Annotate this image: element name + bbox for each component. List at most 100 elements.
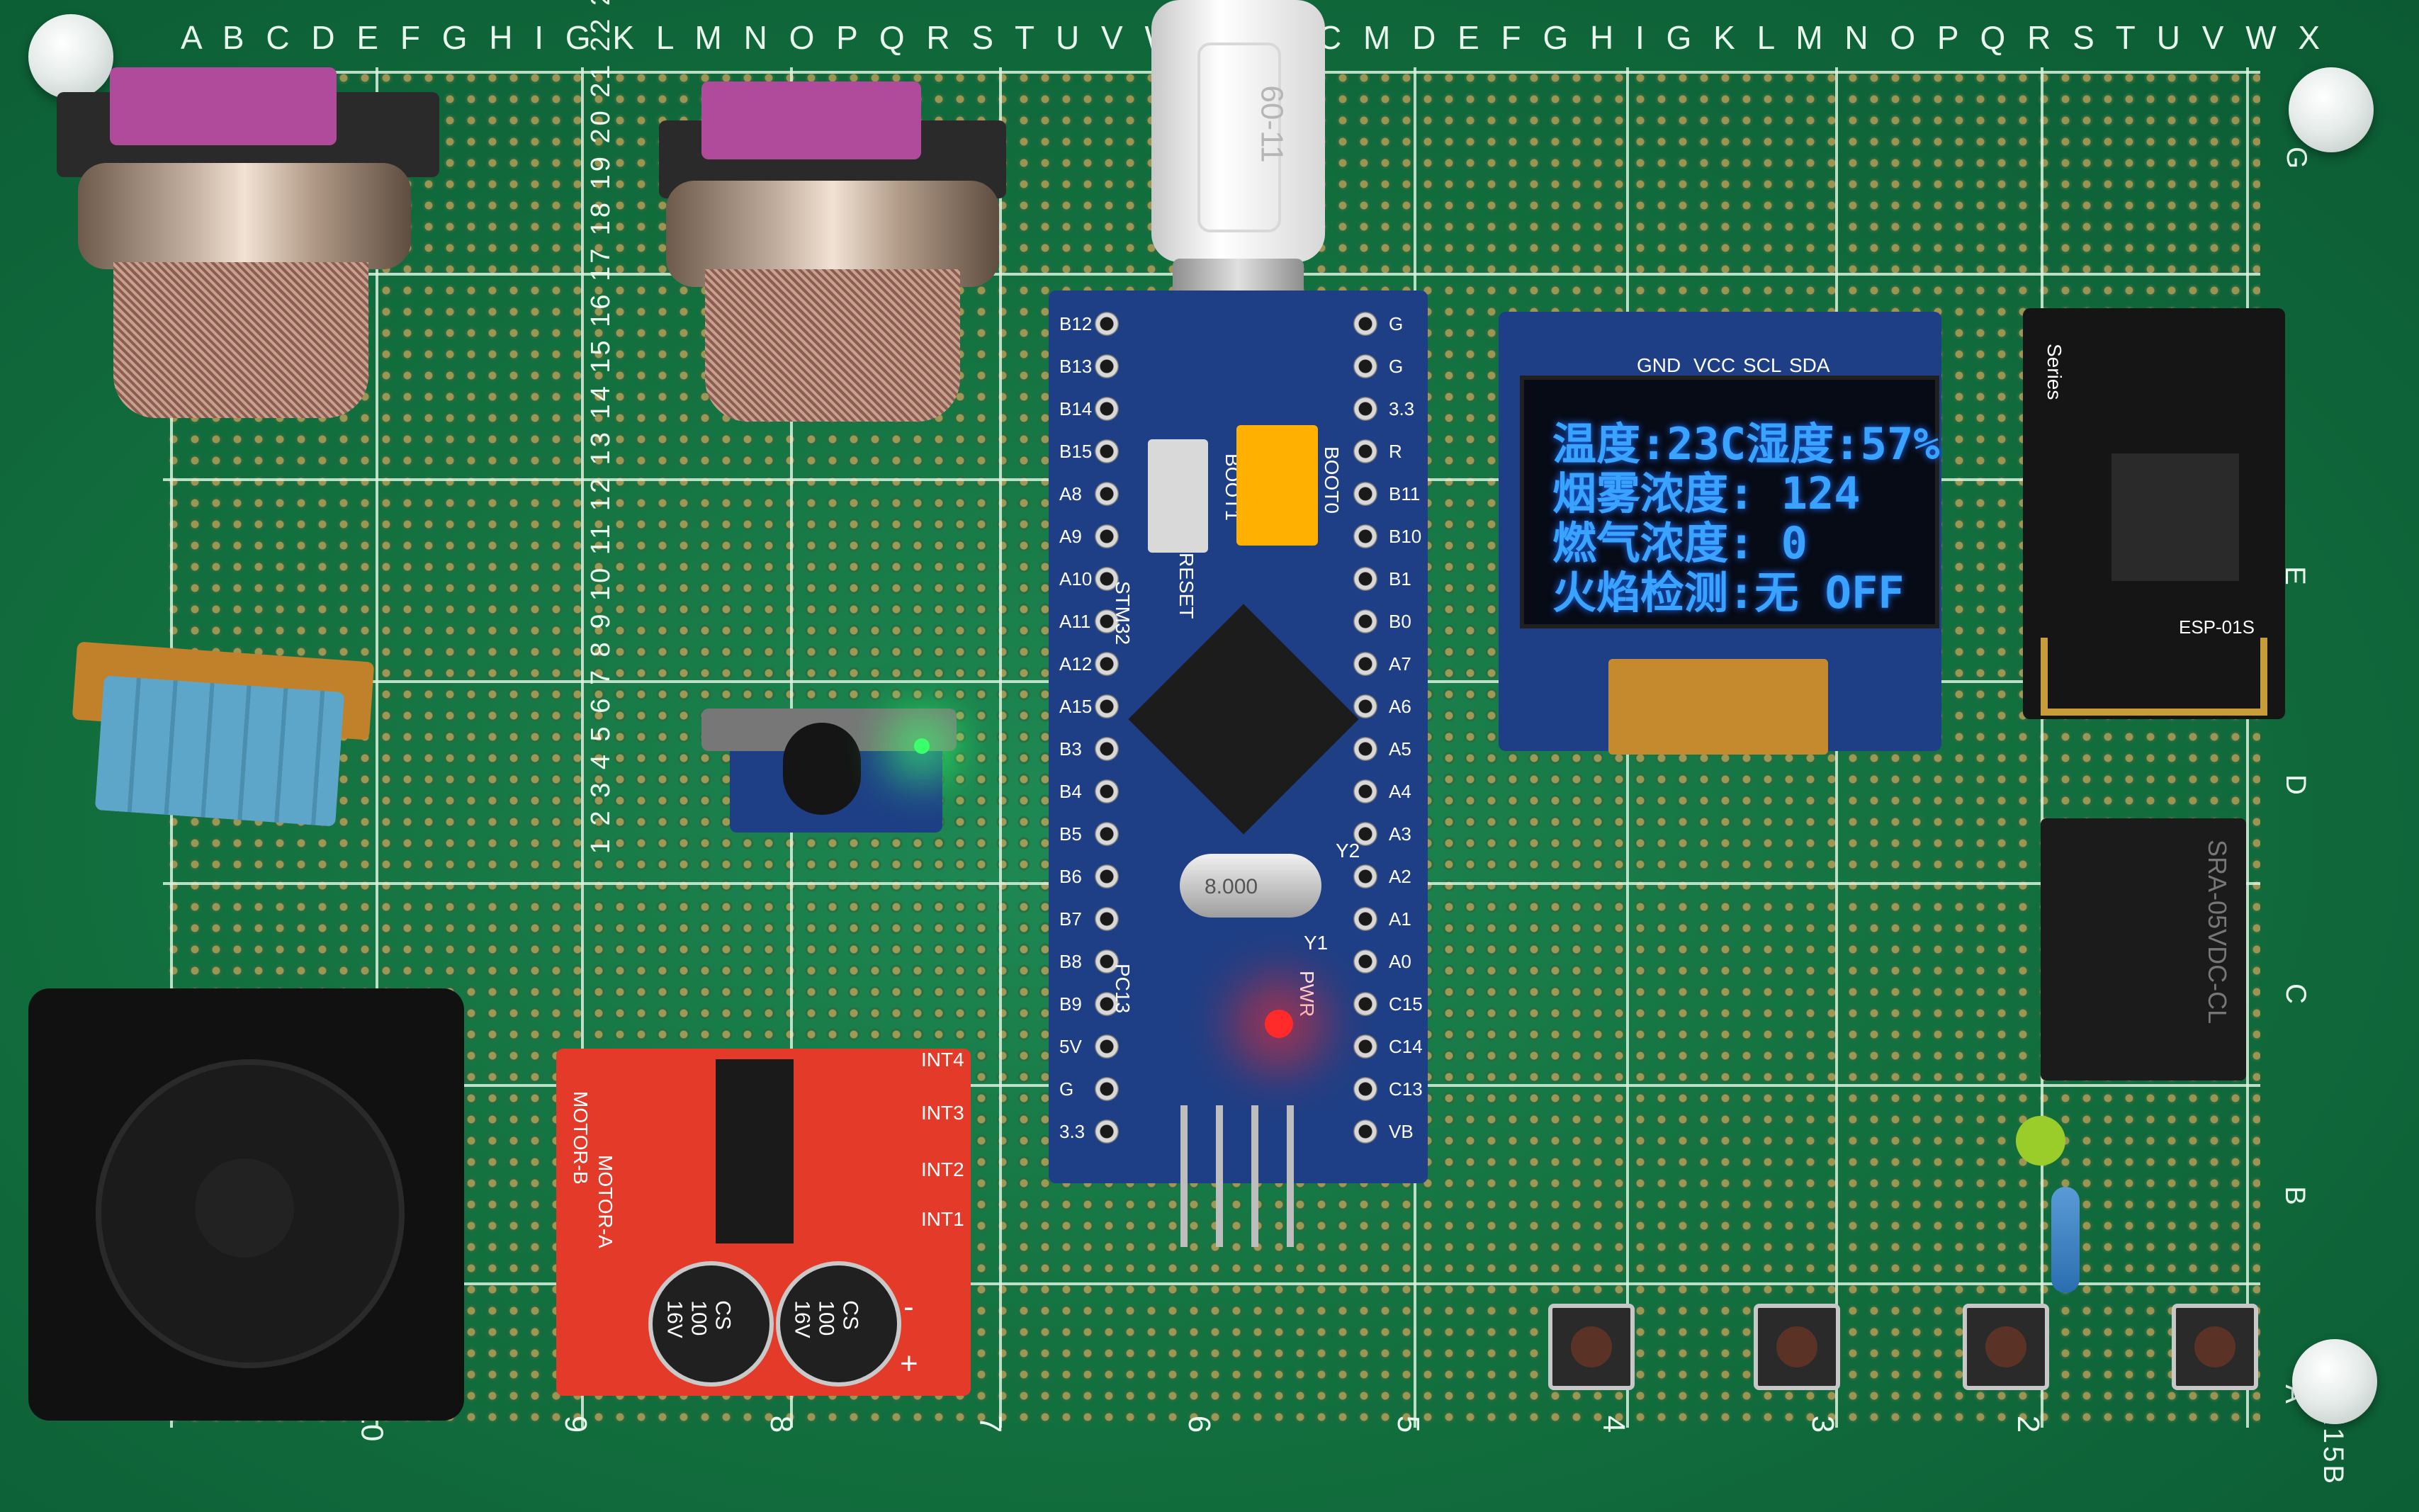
stm32-right-pin-label: B11 xyxy=(1389,483,1421,504)
stm32-left-pin-label: A15 xyxy=(1059,696,1093,717)
stm32-right-pin xyxy=(1353,1077,1377,1101)
stm32-right-pin xyxy=(1353,1119,1377,1144)
column-letters-right: C M D E F G H I G K L M N O P Q R S T U … xyxy=(1318,19,2327,56)
stm32-right-pin-label: G xyxy=(1389,356,1404,377)
esp-name-label: ESP-01S xyxy=(2179,616,2255,638)
tactile-button-3[interactable] xyxy=(1963,1304,2049,1390)
stm32-left-pin-label: B9 xyxy=(1059,993,1082,1015)
grid-line xyxy=(581,67,584,1428)
stm32-right-pin-label: R xyxy=(1389,441,1402,462)
tactile-button-4[interactable] xyxy=(2172,1304,2258,1390)
stm32-left-pin-label: G xyxy=(1059,1078,1074,1100)
stm32-right-pin xyxy=(1353,907,1377,931)
column-number: 5 xyxy=(1391,1415,1426,1433)
stm32-left-pin xyxy=(1095,737,1119,761)
stm32-right-pin xyxy=(1353,1034,1377,1059)
column-number: 8 xyxy=(764,1415,799,1433)
stm32-left-pin-label: B3 xyxy=(1059,738,1082,760)
boot0-label: BOOT0 xyxy=(1321,446,1343,514)
input-label-4: INT4 xyxy=(921,1049,964,1071)
stm32-left-pin-label: A8 xyxy=(1059,483,1082,504)
stm32-left-pin xyxy=(1095,694,1119,718)
column-number: 2 xyxy=(2011,1415,2046,1433)
standoff-top-left xyxy=(28,14,113,99)
resistor xyxy=(2051,1187,2080,1293)
stm32-right-pin-label: G xyxy=(1389,313,1404,334)
plus-terminal-label: + xyxy=(900,1346,918,1381)
stm32-left-pin-label: B7 xyxy=(1059,908,1082,930)
stm32-left-pin-label: A12 xyxy=(1059,653,1093,675)
stm32-right-pin-label: A1 xyxy=(1389,908,1411,930)
stm32-right-pin-label: A3 xyxy=(1389,823,1411,845)
column-number: 7 xyxy=(973,1415,1008,1433)
stm32-right-pin xyxy=(1353,482,1377,506)
stm32-left-pin xyxy=(1095,312,1119,336)
stm32-left-pin xyxy=(1095,822,1119,846)
driver-chip xyxy=(716,1059,794,1243)
stm32-left-pin xyxy=(1095,354,1119,378)
stm32-right-pin-label: 3.3 xyxy=(1389,398,1415,419)
esp-antenna xyxy=(2041,638,2267,716)
oled-line-4: 火焰检测:无 OFF xyxy=(1552,567,1905,619)
stm32-right-pin-label: C13 xyxy=(1389,1078,1423,1100)
crystal-label: 8.000 xyxy=(1205,875,1258,898)
stm32-right-pin xyxy=(1353,694,1377,718)
standoff-bottom-right xyxy=(2292,1339,2377,1424)
tactile-button-1[interactable] xyxy=(1548,1304,1635,1390)
stm32-right-pin-label: B1 xyxy=(1389,568,1411,589)
reset-button[interactable] xyxy=(1148,439,1208,553)
stm32-right-pin-label: A5 xyxy=(1389,738,1411,760)
stm32-left-pin xyxy=(1095,439,1119,463)
stm32-right-pin-label: B0 xyxy=(1389,611,1411,632)
power-led xyxy=(1265,1010,1293,1038)
standoff-top-right xyxy=(2289,67,2374,152)
input-label-2: INT2 xyxy=(921,1158,964,1180)
stm32-right-pin-label: A2 xyxy=(1389,866,1411,887)
stm32-left-pin-label: B12 xyxy=(1059,313,1093,334)
stm32-left-pin xyxy=(1095,992,1119,1016)
stm32-right-pin xyxy=(1353,312,1377,336)
stm32-right-pin-label: A4 xyxy=(1389,781,1411,802)
grid-line xyxy=(163,1282,2260,1285)
green-led xyxy=(2016,1116,2065,1166)
pc13-label: PC13 xyxy=(1112,964,1134,1014)
y2-label: Y2 xyxy=(1336,840,1360,862)
stm32-right-pin xyxy=(1353,864,1377,888)
stm32-left-pin xyxy=(1095,609,1119,633)
stm32-left-pin-label: A11 xyxy=(1059,611,1091,632)
stm32-right-pin-label: C14 xyxy=(1389,1036,1423,1057)
column-number: 9 xyxy=(558,1415,594,1433)
stm32-right-pin xyxy=(1353,567,1377,591)
stm32-left-pin xyxy=(1095,864,1119,888)
grid-line xyxy=(999,67,1002,1428)
oled-screen: 温度:23C湿度:57% 烟雾浓度: 124 燃气浓度: 0 火焰检测:无 OF… xyxy=(1520,376,1940,628)
stm32-left-pin-label: 5V xyxy=(1059,1036,1082,1057)
tactile-button-2[interactable] xyxy=(1754,1304,1840,1390)
oled-line-2: 烟雾浓度: 124 xyxy=(1552,468,1861,519)
cooling-fan xyxy=(28,988,464,1421)
stm32-right-pin xyxy=(1353,524,1377,548)
swd-pins xyxy=(1169,1105,1311,1247)
minus-terminal-label: - xyxy=(903,1290,914,1324)
stm32-left-pin xyxy=(1095,1077,1119,1101)
oled-pin-labels: GND VCC SCL SDA xyxy=(1637,354,1830,376)
input-label-3: INT3 xyxy=(921,1102,964,1124)
stm32-right-pin xyxy=(1353,397,1377,421)
oled-line-3: 燃气浓度: 0 xyxy=(1552,517,1808,569)
stm32-right-pin xyxy=(1353,822,1377,846)
pwr-label: PWR xyxy=(1296,971,1318,1017)
boot-jumpers[interactable] xyxy=(1236,425,1318,546)
stm32-left-pin-label: B13 xyxy=(1059,356,1093,377)
stm32-left-pin xyxy=(1095,779,1119,803)
stm32-right-pin xyxy=(1353,439,1377,463)
motor-b-label: MOTOR-B xyxy=(570,1091,592,1185)
stm32-right-pin xyxy=(1353,949,1377,974)
stm32-right-pin xyxy=(1353,652,1377,676)
stm32-left-pin-label: 3.3 xyxy=(1059,1121,1086,1142)
oled-line-1: 温度:23C湿度:57% xyxy=(1552,418,1940,470)
stm32-right-pin-label: A6 xyxy=(1389,696,1411,717)
stm32-left-pin xyxy=(1095,652,1119,676)
crystal xyxy=(1180,854,1321,918)
stm32-left-pin-label: B4 xyxy=(1059,781,1082,802)
